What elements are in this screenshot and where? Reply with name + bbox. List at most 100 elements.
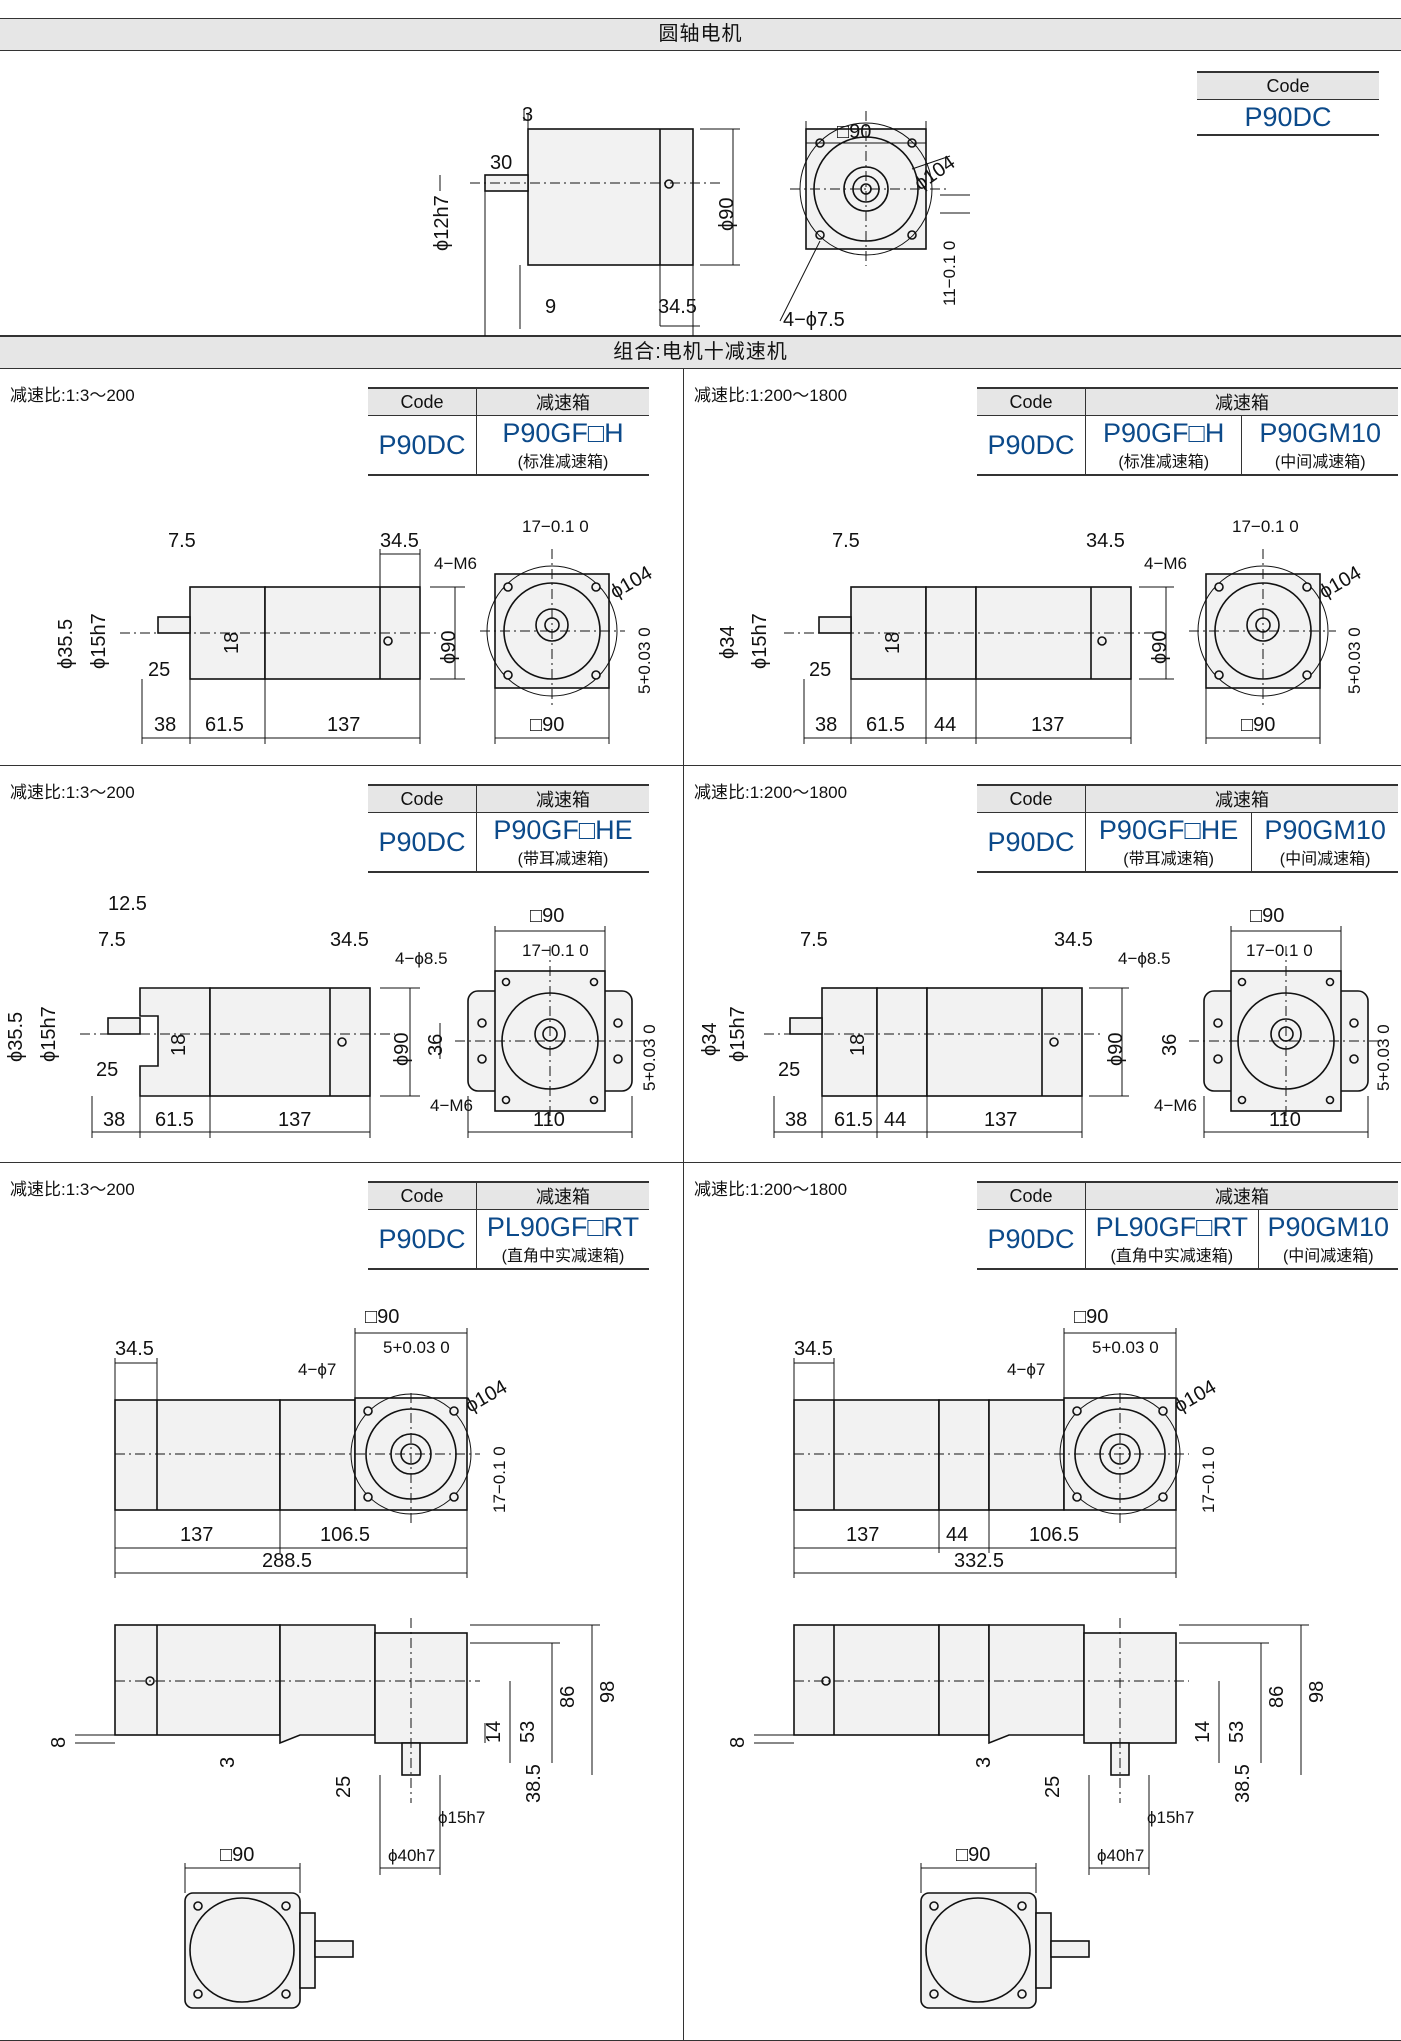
gear-sub: (标准减速箱) bbox=[1118, 454, 1210, 471]
motor-code[interactable]: P90DC bbox=[977, 415, 1086, 476]
dim-phi90: ϕ90 bbox=[438, 631, 460, 664]
dim-53: 53 bbox=[517, 1721, 539, 1743]
dim-phi104: ϕ104 bbox=[607, 562, 657, 603]
ratio-label: 减速比:1:200～1800 bbox=[694, 783, 848, 802]
motor-code[interactable]: P90DC bbox=[368, 415, 477, 476]
dim-25: 25 bbox=[333, 1776, 355, 1798]
dim-7-5: 7.5 bbox=[832, 530, 860, 552]
gear-code[interactable]: P90GF□HE bbox=[493, 815, 633, 845]
dim-5: 5+0.03 0 bbox=[1374, 1024, 1393, 1091]
dim-137: 137 bbox=[846, 1524, 879, 1546]
gearbox-header: 减速箱 bbox=[1085, 387, 1398, 416]
dim-137: 137 bbox=[327, 714, 360, 736]
dim-98: 98 bbox=[1306, 1681, 1328, 1703]
gear-code[interactable]: P90GF□H bbox=[502, 418, 624, 448]
dim-36: 36 bbox=[1159, 1034, 1181, 1056]
dim-square-90: □90 bbox=[837, 121, 871, 143]
dim-106-5: 106.5 bbox=[320, 1524, 370, 1546]
code-table-top: Code P90DC bbox=[1197, 71, 1379, 136]
motor-code[interactable]: P90DC bbox=[368, 1209, 477, 1270]
dim-34-5: 34.5 bbox=[330, 929, 369, 951]
dim-38: 38 bbox=[785, 1109, 807, 1131]
gear-code[interactable]: P90GF□HE bbox=[1098, 815, 1239, 845]
dim-phi15: ϕ15h7 bbox=[88, 613, 110, 669]
motor-code[interactable]: P90DC bbox=[977, 1209, 1086, 1270]
dim-7-5: 7.5 bbox=[800, 929, 828, 951]
dim-square-90: □90 bbox=[1241, 714, 1275, 736]
dim-34-5: 34.5 bbox=[1086, 530, 1125, 552]
dim-3: 3 bbox=[217, 1757, 239, 1768]
round-shaft-drawing: 3 30 ϕ12h7 ϕ90 9 34.5 37 137 □90 ϕ104 4−… bbox=[431, 104, 970, 336]
dim-25: 25 bbox=[809, 659, 831, 681]
dim-14: 14 bbox=[1192, 1721, 1214, 1743]
motor-code[interactable]: P90DC bbox=[368, 812, 477, 873]
gear-sub: (直角中实减速箱) bbox=[501, 1248, 625, 1265]
dim-5: 5+0.03 0 bbox=[640, 1024, 659, 1091]
mid-gear-code[interactable]: P90GM10 bbox=[1267, 1212, 1390, 1242]
mid-gear-sub: (中间减速箱) bbox=[1279, 851, 1371, 868]
dim-8: 8 bbox=[48, 1737, 70, 1748]
round-shaft-panel: Code P90DC bbox=[0, 51, 1401, 336]
dim-5: 5+0.03 0 bbox=[383, 1338, 450, 1357]
dim-12-5: 12.5 bbox=[108, 893, 147, 915]
dim-phi34: ϕ34 bbox=[717, 626, 739, 659]
dim-square-90: □90 bbox=[1250, 905, 1284, 927]
panel-4-drawing: 7.5 34.5 □90 17−0.1 0 4−ϕ8.5 ϕ34 ϕ15h7 1… bbox=[699, 905, 1393, 1138]
dim-53: 53 bbox=[1226, 1721, 1248, 1743]
gear-code[interactable]: PL90GF□RT bbox=[1095, 1212, 1248, 1242]
dim-17: 17−0.1 0 bbox=[1246, 941, 1313, 960]
dim-holes-7: 4−ϕ7 bbox=[1007, 1360, 1045, 1379]
motor-code[interactable]: P90DC bbox=[977, 812, 1086, 873]
dim-17: 17−0.1 0 bbox=[522, 941, 589, 960]
motor-code[interactable]: P90DC bbox=[1197, 99, 1379, 136]
dim-phi15: ϕ15h7 bbox=[727, 1006, 749, 1062]
gearbox-header: 减速箱 bbox=[476, 387, 649, 416]
dim-phi15: ϕ15h7 bbox=[1147, 1808, 1194, 1827]
dim-phi15: ϕ15h7 bbox=[749, 613, 771, 669]
mid-gear-code[interactable]: P90GM10 bbox=[1264, 815, 1386, 845]
dim-17: 17−0.1 0 bbox=[1232, 517, 1299, 536]
dim-61-5: 61.5 bbox=[205, 714, 244, 736]
code-header: Code bbox=[368, 387, 477, 416]
dim-34-5: 34.5 bbox=[115, 1338, 154, 1360]
dim-phi15: ϕ15h7 bbox=[38, 1006, 60, 1062]
dim-25: 25 bbox=[778, 1059, 800, 1081]
dim-137: 137 bbox=[180, 1524, 213, 1546]
dim-phi40: ϕ40h7 bbox=[388, 1846, 435, 1865]
dim-61-5: 61.5 bbox=[155, 1109, 194, 1131]
dim-137: 137 bbox=[278, 1109, 311, 1131]
dim-phi15: ϕ15h7 bbox=[438, 1808, 485, 1827]
dim-square-90: □90 bbox=[530, 905, 564, 927]
dim-phi12: ϕ12h7 bbox=[431, 195, 453, 251]
mid-gear-code[interactable]: P90GM10 bbox=[1259, 418, 1381, 448]
dim-137: 137 bbox=[984, 1109, 1017, 1131]
gear-sub: (带耳减速箱) bbox=[1123, 851, 1214, 868]
gearbox-header: 减速箱 bbox=[1085, 784, 1398, 813]
dim-34-5: 34.5 bbox=[1054, 929, 1093, 951]
dim-61-5: 61.5 bbox=[866, 714, 905, 736]
dim-38: 38 bbox=[154, 714, 176, 736]
dim-106-5: 106.5 bbox=[1029, 1524, 1079, 1546]
section-title-combo: 组合:电机十减速机 bbox=[0, 336, 1401, 369]
dim-phi40: ϕ40h7 bbox=[1097, 1846, 1144, 1865]
panel-5-drawing: □90 5+0.03 0 34.5 4−ϕ7 ϕ104 17−0.1 0 137… bbox=[48, 1306, 619, 2009]
dim-36: 36 bbox=[425, 1034, 447, 1056]
gear-code[interactable]: PL90GF□RT bbox=[486, 1212, 640, 1242]
dim-18: 18 bbox=[168, 1034, 190, 1056]
dim-m6: 4−M6 bbox=[1154, 1096, 1197, 1115]
gear-sub: (直角中实减速箱) bbox=[1110, 1248, 1234, 1265]
dim-phi90: ϕ90 bbox=[716, 198, 738, 231]
dim-square-90: □90 bbox=[1074, 1306, 1108, 1328]
dim-44: 44 bbox=[884, 1109, 906, 1131]
gear-code[interactable]: P90GF□H bbox=[1103, 418, 1225, 448]
dim-m6: 4−M6 bbox=[430, 1096, 473, 1115]
